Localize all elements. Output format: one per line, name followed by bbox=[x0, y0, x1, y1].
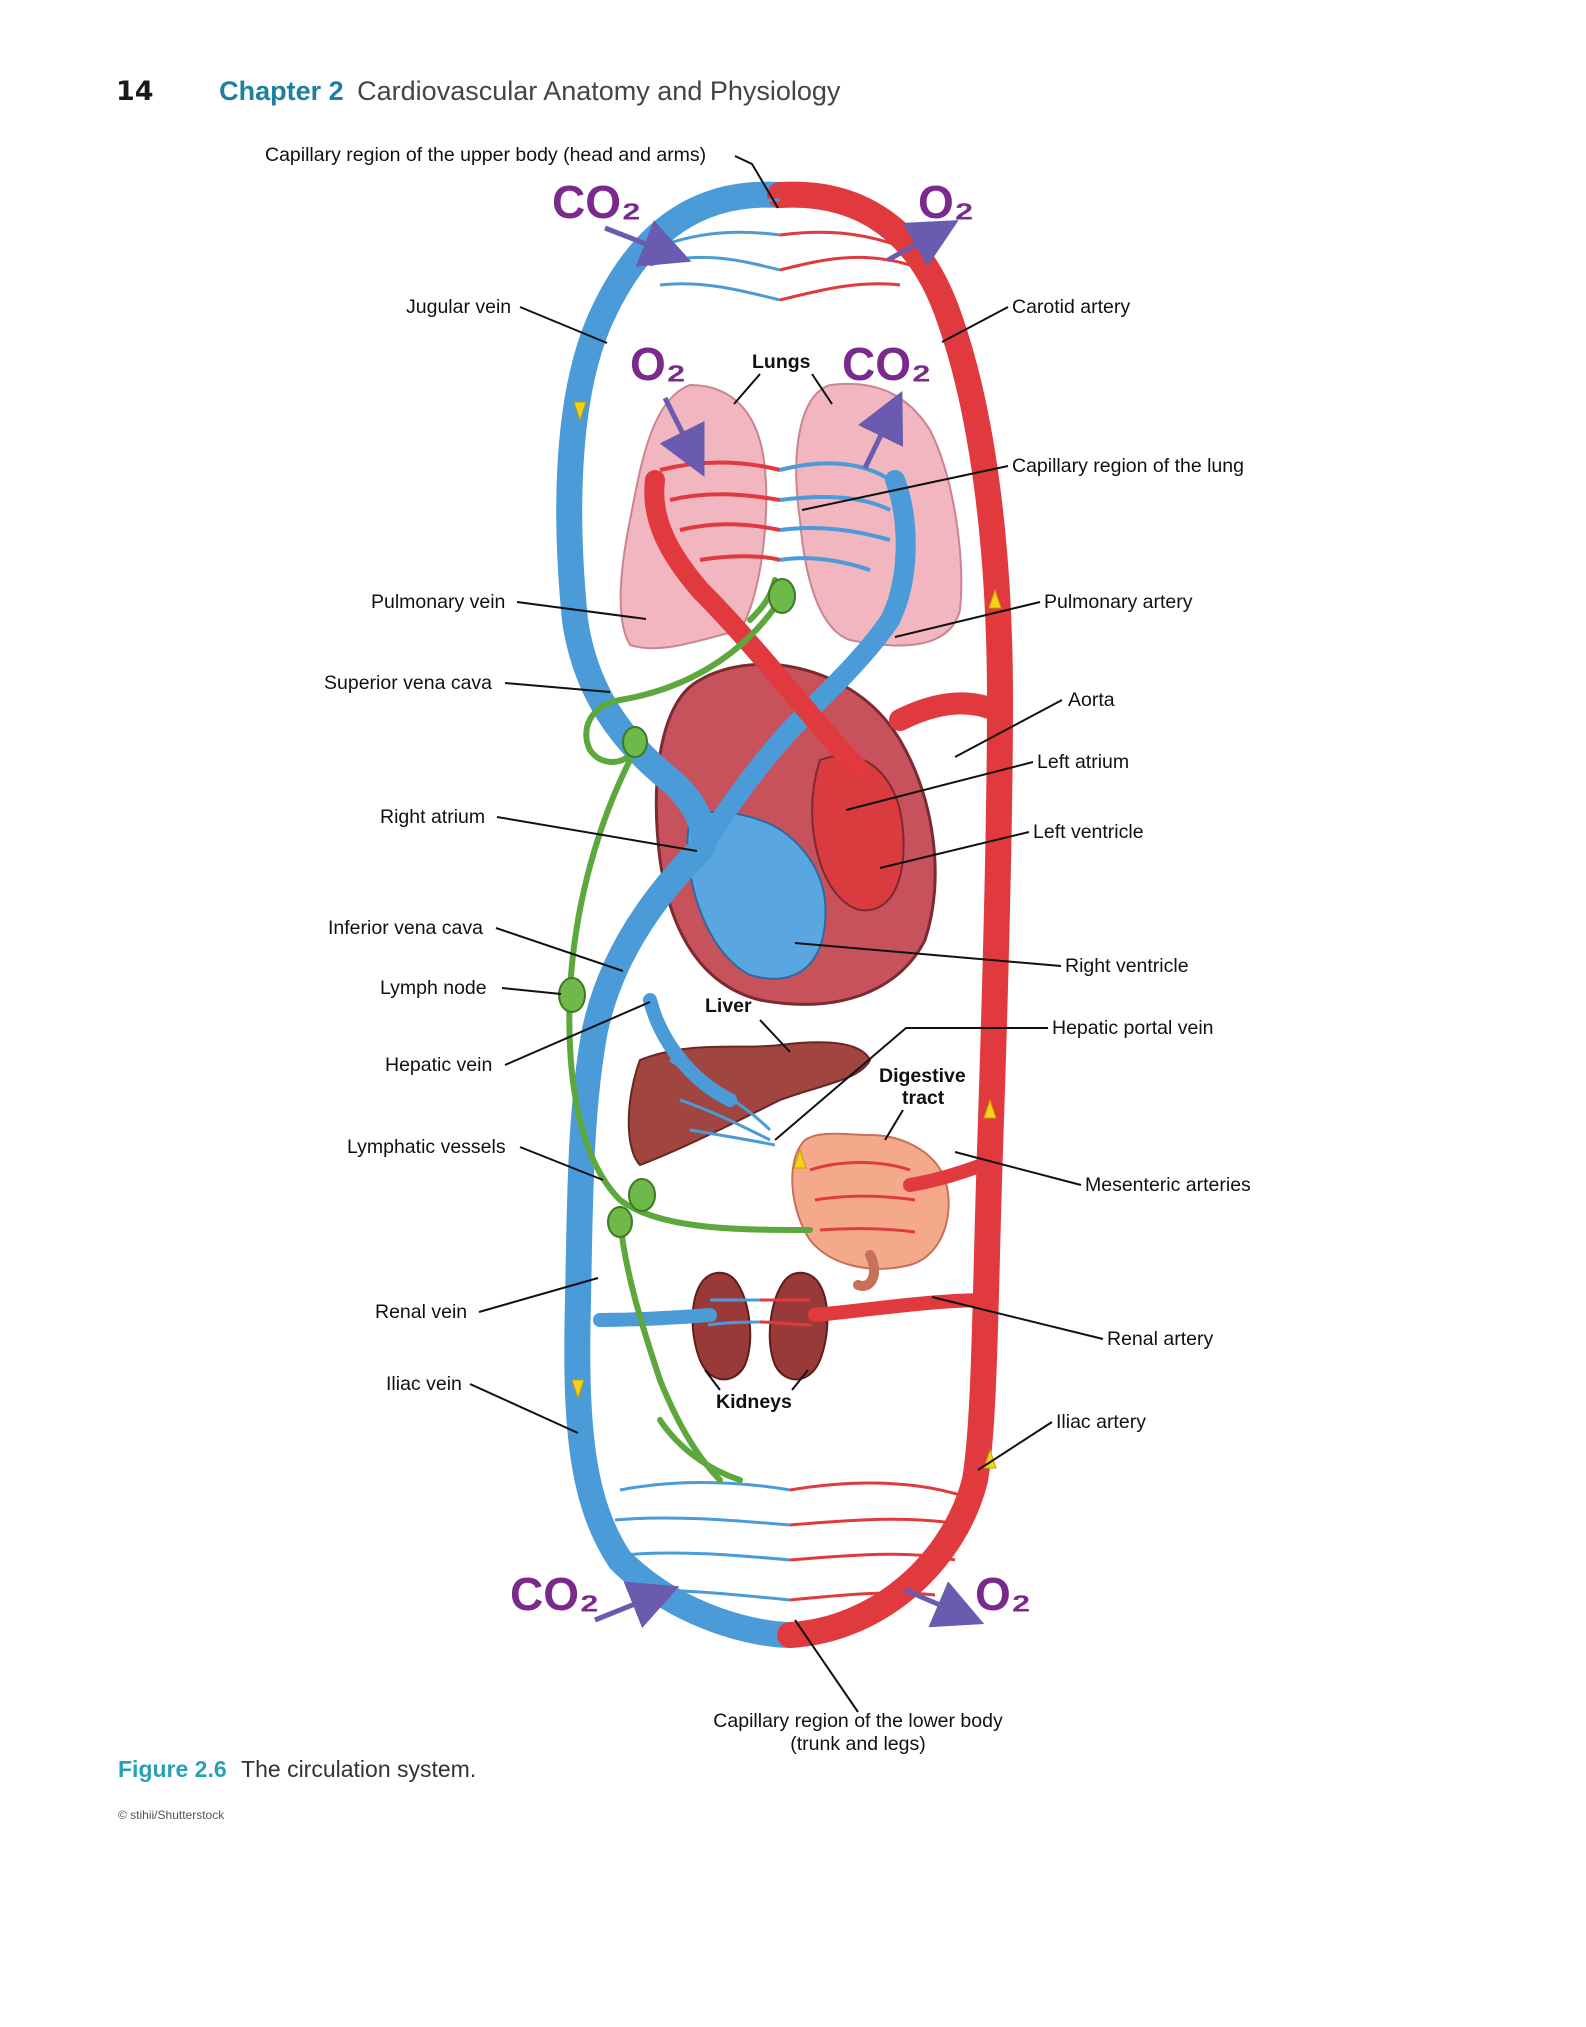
capillary-bed-intestine bbox=[809, 1161, 916, 1234]
lungs bbox=[619, 382, 963, 650]
label-renal-vein: Renal vein bbox=[375, 1301, 467, 1323]
capillary-bed-kidney bbox=[707, 1298, 813, 1327]
liver-label: Liver bbox=[705, 995, 752, 1017]
label-lymph-vessels: Lymphatic vessels bbox=[347, 1136, 506, 1158]
label-left-atrium: Left atrium bbox=[1037, 751, 1129, 773]
label-carotid: Carotid artery bbox=[1012, 296, 1130, 318]
label-svc: Superior vena cava bbox=[324, 672, 492, 694]
label-hepatic-portal: Hepatic portal vein bbox=[1052, 1017, 1214, 1039]
digestive-tract bbox=[791, 1132, 950, 1291]
digestive-label-1: Digestive bbox=[879, 1065, 966, 1087]
figure-text: The circulation system. bbox=[241, 1756, 477, 1782]
capillary-bed-upper bbox=[649, 198, 911, 302]
heart bbox=[654, 662, 937, 1006]
label-right-ventricle: Right ventricle bbox=[1065, 955, 1189, 977]
o2-top-text: O₂ bbox=[918, 176, 974, 228]
digestive-label-2: tract bbox=[902, 1087, 945, 1109]
kidneys-label: Kidneys bbox=[716, 1391, 792, 1413]
label-hepatic-vein: Hepatic vein bbox=[385, 1054, 492, 1076]
figure-label: Figure 2.6 bbox=[118, 1756, 227, 1782]
page-header: 14 Chapter 2 Cardiovascular Anatomy and … bbox=[116, 76, 840, 107]
gas-exchange-top: CO₂ O₂ bbox=[552, 176, 974, 267]
label-pulm-vein: Pulmonary vein bbox=[371, 591, 505, 613]
label-left-ventricle: Left ventricle bbox=[1033, 821, 1144, 843]
arteries bbox=[644, 181, 1014, 1648]
capillary-bed-lower bbox=[614, 1481, 966, 1602]
label-cap-lung: Capillary region of the lung bbox=[1012, 455, 1244, 477]
image-credit: © stihii/Shutterstock bbox=[118, 1808, 225, 1822]
chapter-label: Chapter 2 bbox=[219, 76, 344, 106]
label-ivc: Inferior vena cava bbox=[328, 917, 483, 939]
label-iliac-vein: Iliac vein bbox=[386, 1373, 462, 1395]
gas-exchange-bottom: CO₂ O₂ bbox=[510, 1568, 1031, 1629]
label-renal-artery: Renal artery bbox=[1107, 1328, 1213, 1350]
gas-exchange-lung: O₂ CO₂ bbox=[630, 338, 931, 477]
capillary-bed-liver bbox=[669, 1058, 776, 1147]
label-aorta: Aorta bbox=[1068, 689, 1115, 711]
lymph-nodes bbox=[558, 578, 796, 1238]
label-iliac-artery: Iliac artery bbox=[1056, 1411, 1146, 1433]
label-cap-upper: Capillary region of the upper body (head… bbox=[265, 144, 706, 166]
label-cap-lower-1: Capillary region of the lower body bbox=[713, 1710, 1003, 1732]
label-cap-lower-2: (trunk and legs) bbox=[790, 1733, 925, 1755]
flow-arrows bbox=[571, 401, 1002, 1469]
co2-top-text: CO₂ bbox=[552, 176, 641, 228]
o2-lung-text: O₂ bbox=[630, 338, 686, 390]
label-jugular: Jugular vein bbox=[406, 296, 511, 318]
co2-bottom-text: CO₂ bbox=[510, 1568, 599, 1620]
page-number: 14 bbox=[116, 76, 154, 107]
co2-lung-text: CO₂ bbox=[842, 338, 931, 390]
o2-bottom-text: O₂ bbox=[975, 1568, 1031, 1620]
figure-caption: Figure 2.6 The circulation system. bbox=[118, 1756, 476, 1783]
lungs-label: Lungs bbox=[752, 351, 811, 373]
label-right-atrium: Right atrium bbox=[380, 806, 485, 828]
label-pulm-artery: Pulmonary artery bbox=[1044, 591, 1193, 613]
label-mesenteric: Mesenteric arteries bbox=[1085, 1174, 1251, 1196]
capillary-bed-lung bbox=[659, 460, 892, 572]
chapter-title: Cardiovascular Anatomy and Physiology bbox=[357, 76, 841, 106]
label-lymph-node: Lymph node bbox=[380, 977, 487, 999]
